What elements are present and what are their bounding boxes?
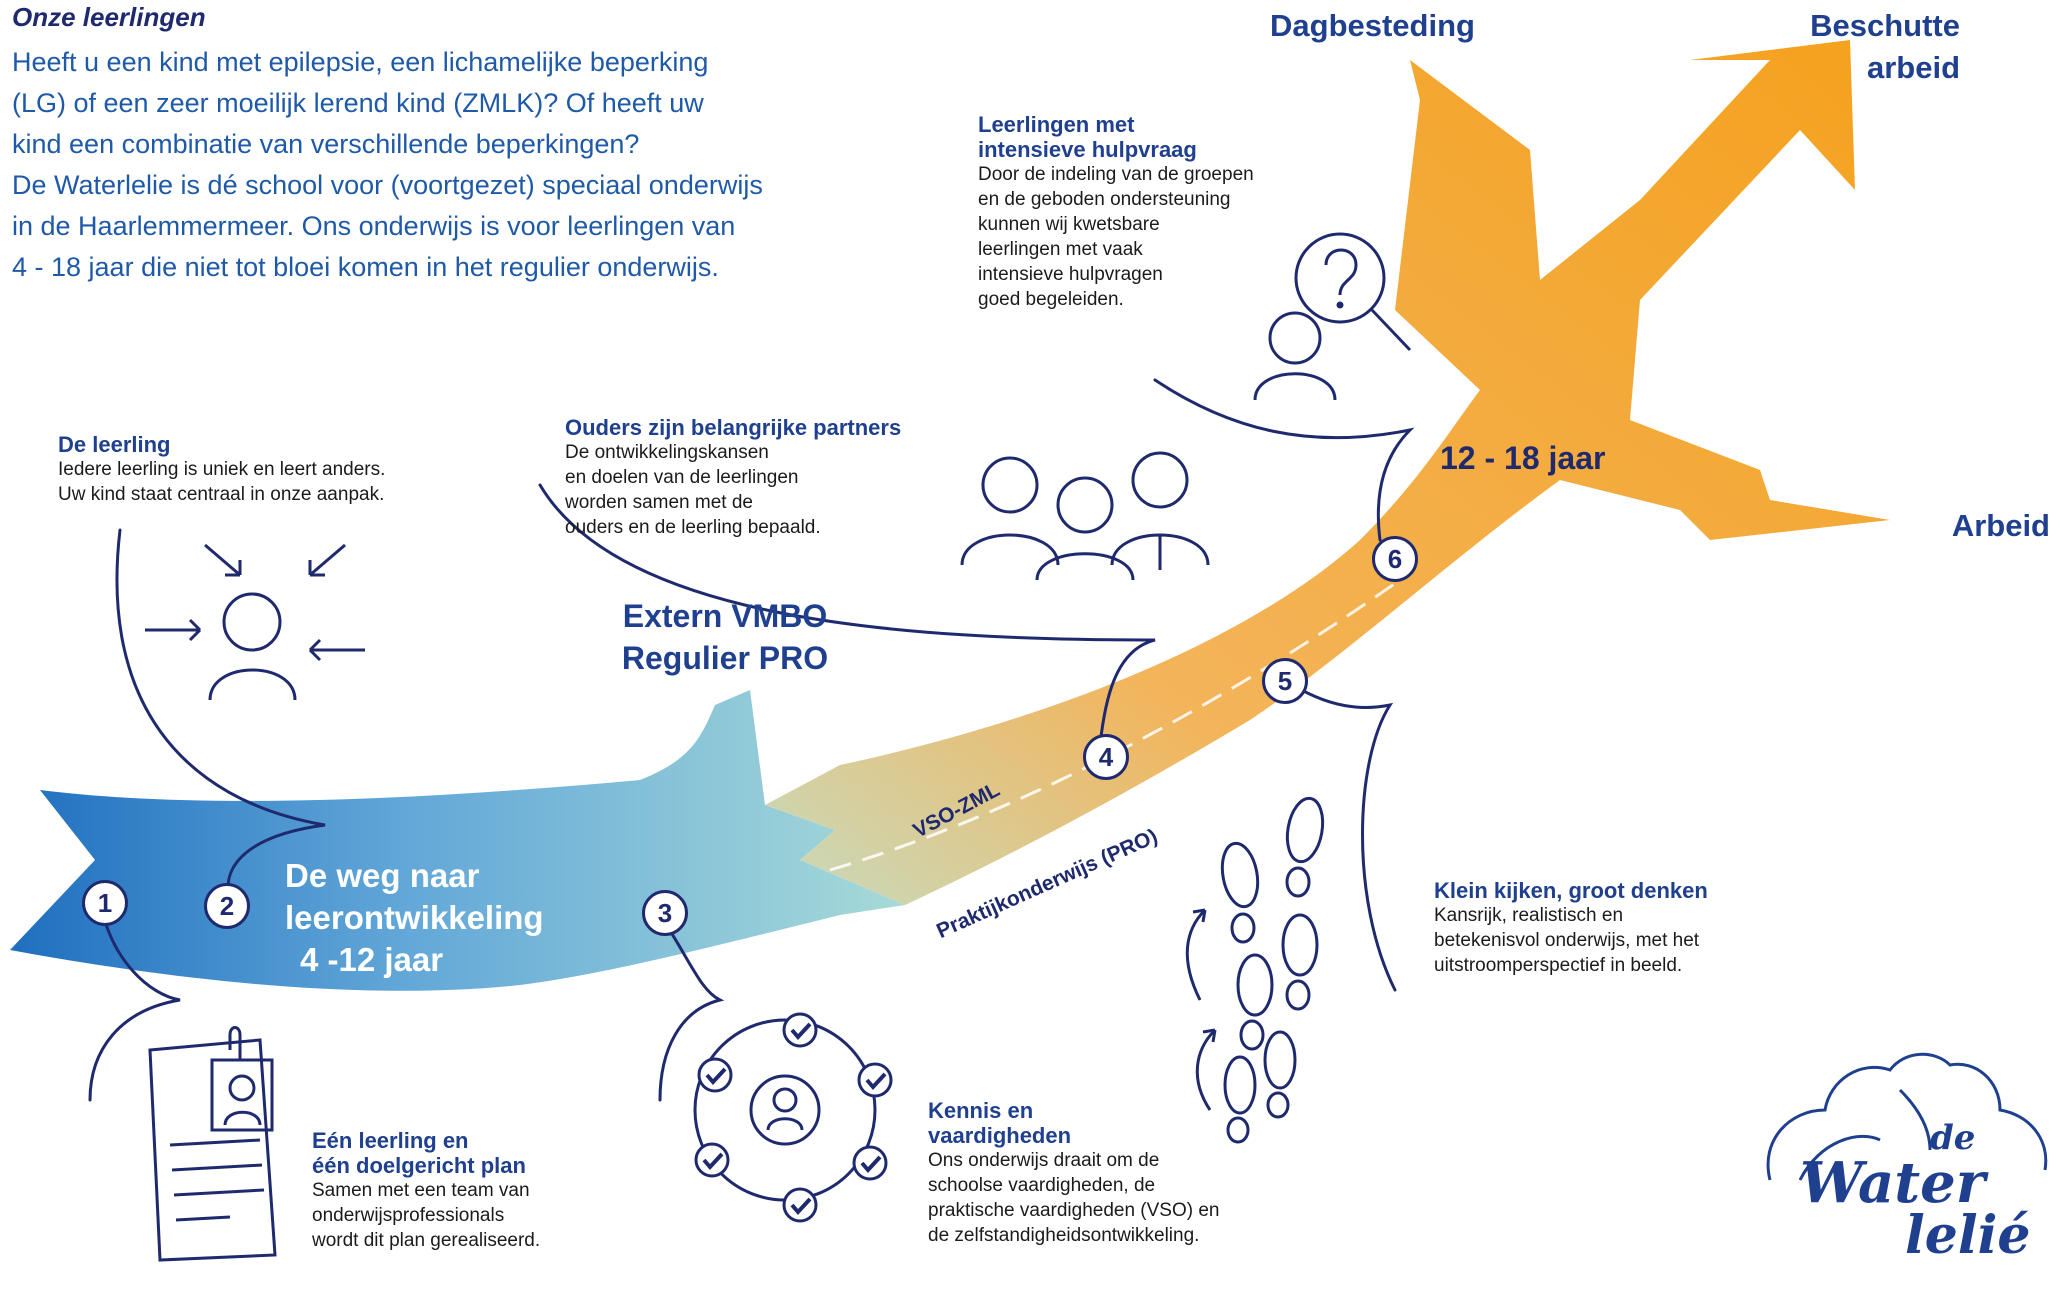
block-klein-title: Klein kijken, groot denken [1434,878,1708,903]
block-hulpvraag-text: Door de indeling van de groepen [978,164,1254,185]
block-hulpvraag-text: intensieve hulpvragen [978,264,1163,285]
block-kennis-title: vaardigheden [928,1123,1072,1148]
block-hulpvraag-text: en de geboden ondersteuning [978,189,1231,210]
path-title-line2: leerontwikkeling [285,899,544,936]
block-klein-text: uitstroomperspectief in beeld. [1434,955,1683,976]
footsteps-icon [1185,796,1325,1144]
logo-de: de [1930,1118,1976,1158]
group-icon [960,451,1210,581]
path-title: De weg naar leerontwikkeling 4 -12 jaar [285,855,544,981]
block-kennis-text: schoolse vaardigheden, de [928,1175,1156,1196]
path-title-line1: De weg naar [285,857,480,894]
age-old: 12 - 18 jaar [1440,440,1606,476]
block-leerling-text: Iedere leerling is uniek en leert anders… [58,459,386,480]
block-plan-text: Samen met een team van [312,1180,530,1201]
block-klein-text: betekenisvol onderwijs, met het [1434,930,1700,951]
block-ouders-text: ouders en de leerling bepaald. [565,517,821,538]
search-question-icon [1253,232,1412,401]
block-kennis-text: de zelfstandigheidsontwikkeling. [928,1225,1200,1246]
block-kennis-text: Ons onderwijs draait om de [928,1150,1160,1171]
age-young: 4 -12 jaar [300,941,444,978]
extern-label: Extern VMBO Regulier PRO [600,595,850,679]
block-plan: Eén leerling en één doelgericht plan Sam… [312,1128,540,1253]
intro-line: Heeft u een kind met epilepsie, een lich… [12,47,709,77]
exit-beschutte-line2: arbeid [1866,50,1960,85]
exit-beschutte-line1: Beschutte [1810,8,1960,43]
step-6-badge: 6 [1372,536,1418,582]
block-plan-title: Eén leerling en [312,1128,469,1153]
person-arrows-icon [145,543,365,701]
dashed-route [829,578,1401,872]
block-ouders-text: worden samen met de [565,492,753,513]
block-hulpvraag-text: kunnen wij kwetsbare [978,214,1160,235]
block-hulpvraag-title: intensieve hulpvraag [978,137,1197,162]
block-klein: Klein kijken, groot denken Kansrijk, rea… [1434,878,1708,978]
block-hulpvraag-text: goed begeleiden. [978,289,1124,310]
block-ouders-text: De ontwikkelingskansen [565,442,769,463]
step-1-badge: 1 [82,880,128,926]
logo-lily-icon [1766,1052,2048,1181]
connector-lines [88,378,1415,1102]
block-ouders-text: en doelen van de leerlingen [565,467,799,488]
logo-water: Water [1800,1150,1986,1216]
exit-beschutte-arbeid: Beschutte arbeid [1750,5,1960,89]
block-ouders: Ouders zijn belangrijke partners De ontw… [565,415,901,540]
intro-line: 4 - 18 jaar die niet tot bloei komen in … [12,252,719,282]
block-leerling: De leerling Iedere leerling is uniek en … [58,432,385,507]
logo-lelie: lelié [1905,1205,2031,1266]
check-circle-icon [693,1012,893,1223]
exit-dagbesteding: Dagbesteding [1270,8,1475,43]
extern-line1: Extern VMBO [622,598,828,634]
block-ouders-title: Ouders zijn belangrijke partners [565,415,902,440]
intro-line: kind een combinatie van verschillende be… [12,129,640,159]
block-kennis: Kennis en vaardigheden Ons onderwijs dra… [928,1098,1220,1248]
intro-line: (LG) of een zeer moeilijk lerend kind (Z… [12,88,704,118]
document-icon [148,1026,277,1262]
block-hulpvraag-text: leerlingen met vaak [978,239,1143,260]
block-klein-text: Kansrijk, realistisch en [1434,905,1624,926]
step-2-badge: 2 [204,883,250,929]
extern-line2: Regulier PRO [621,640,829,676]
block-leerling-text: Uw kind staat centraal in onze aanpak. [58,484,385,505]
exit-arbeid: Arbeid [1951,508,2050,543]
block-leerling-title: De leerling [58,432,171,457]
intro-line: De Waterlelie is dé school voor (voortge… [12,170,763,200]
block-hulpvraag-title: Leerlingen met [978,112,1135,137]
step-4-badge: 4 [1083,734,1129,780]
block-kennis-text: praktische vaardigheden (VSO) en [928,1200,1220,1221]
block-plan-text: onderwijsprofessionals [312,1205,505,1226]
older-path-band [765,40,1890,905]
step-5-badge: 5 [1262,658,1308,704]
block-plan-text: wordt dit plan gerealiseerd. [312,1230,541,1251]
block-kennis-title: Kennis en [928,1098,1034,1123]
block-hulpvraag: Leerlingen met intensieve hulpvraag Door… [978,112,1254,312]
block-plan-title: één doelgericht plan [312,1153,526,1178]
intro-title: Onze leerlingen [12,2,206,32]
intro-line: in de Haarlemmermeer. Ons onderwijs is v… [12,211,736,241]
step-3-badge: 3 [642,890,688,936]
